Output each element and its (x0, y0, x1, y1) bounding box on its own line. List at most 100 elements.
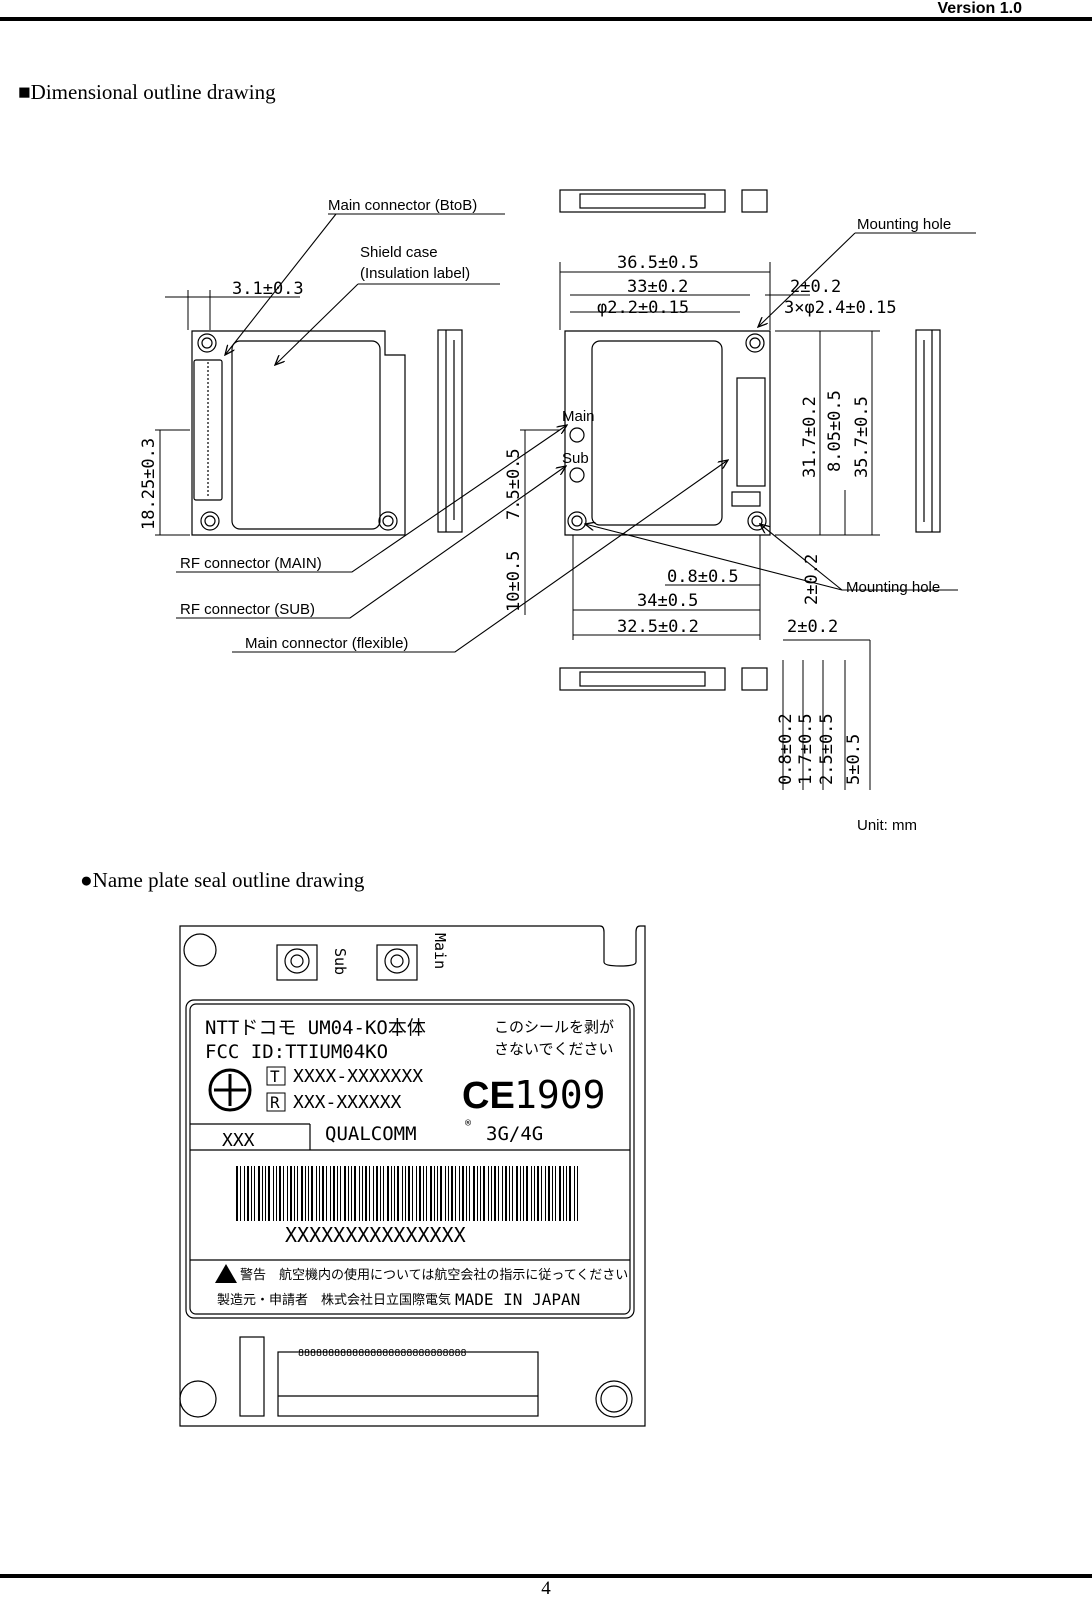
qualcomm-label: QUALCOMM (325, 1123, 417, 1145)
dim-1-7: 1.7±0.5 (796, 713, 816, 785)
barcode-bar (247, 1166, 249, 1221)
barcode-bar (387, 1166, 389, 1221)
barcode-bar (531, 1166, 532, 1221)
r-mark-box (266, 1092, 286, 1112)
barcode-bar (426, 1166, 427, 1221)
barcode-bar (483, 1166, 485, 1221)
barcode-bar (354, 1166, 356, 1221)
dim-2-5: 2.5±0.5 (817, 713, 837, 785)
page-number: 4 (541, 1578, 551, 1599)
connector-pins: 8888888888888888888888888888 (298, 1348, 467, 1359)
warning-icon (215, 1264, 237, 1283)
barcode-bar (480, 1166, 481, 1221)
barcode-bar (258, 1166, 260, 1221)
barcode-bar (440, 1166, 442, 1221)
barcode-bar (380, 1166, 381, 1221)
barcode-bar (423, 1166, 424, 1221)
barcode-bar (294, 1166, 295, 1221)
barcode-bar (505, 1166, 507, 1221)
module-top-edge-view (559, 189, 768, 213)
version-label: Version 1.0 (937, 0, 1023, 17)
barcode-bar (369, 1166, 370, 1221)
barcode-bar (408, 1166, 410, 1221)
module-bottom-edge-view (559, 667, 768, 691)
barcode-bar (494, 1166, 496, 1221)
barcode-bar (402, 1166, 403, 1221)
dim-35-7: 35.7±0.5 (852, 396, 872, 478)
ce-number: 1909 (514, 1073, 606, 1117)
barcode-bar (477, 1166, 478, 1221)
barcode-bar (273, 1166, 274, 1221)
barcode-bar (455, 1166, 456, 1221)
barcode-bar (459, 1166, 460, 1221)
barcode-bar (577, 1166, 578, 1221)
barcode-bar (251, 1166, 252, 1221)
dim-2-bottom: 2±0.2 (787, 617, 838, 637)
barcode-bar (340, 1166, 341, 1221)
barcode-bar (383, 1166, 384, 1221)
barcode-bar (330, 1166, 331, 1221)
t-mark: T (270, 1067, 280, 1086)
module-side-view-right (915, 329, 941, 533)
generation-label: 3G/4G (486, 1123, 543, 1145)
barcode-bar (545, 1166, 546, 1221)
barcode-bar (434, 1166, 435, 1221)
label-shield-case: Shield case (360, 244, 438, 261)
barcode-bar (412, 1166, 413, 1221)
dim-0-8: 0.8±0.5 (667, 567, 739, 587)
barcode-bar (534, 1166, 535, 1221)
footer-rule (0, 1574, 1092, 1578)
label-main-connector-flexible: Main connector (flexible) (245, 635, 408, 652)
dim-34: 34±0.5 (637, 591, 698, 611)
barcode-bar (555, 1166, 556, 1221)
barcode-bar (316, 1166, 317, 1221)
barcode-bar (563, 1166, 564, 1221)
registered-mark: ® (465, 1118, 472, 1129)
nameplate-xxx: XXX (222, 1130, 255, 1151)
dim-2-top: 2±0.2 (790, 277, 841, 297)
barcode-bar (333, 1166, 335, 1221)
dim-phi-2-2: φ2.2±0.15 (597, 298, 689, 318)
nameplate-main-label: Main (431, 933, 449, 969)
label-mounting-hole-top: Mounting hole (857, 216, 951, 233)
barcode-bar (520, 1166, 521, 1221)
barcode-bar (569, 1166, 571, 1221)
dim-10: 10±0.5 (504, 551, 524, 612)
header-rule (0, 17, 1092, 21)
module-side-view-left (437, 329, 463, 533)
nameplate-line1-left: NTTドコモ UM04-KO本体 (205, 1017, 426, 1039)
dim-3-phi-2-4: 3×φ2.4±0.15 (784, 298, 897, 318)
barcode-bar (311, 1166, 313, 1221)
module-front-view (564, 330, 771, 536)
barcode-bar (566, 1166, 567, 1221)
barcode-bar (462, 1166, 464, 1221)
barcode-bar (359, 1166, 360, 1221)
nameplate-drawing (179, 925, 646, 1427)
barcode-bar (283, 1166, 284, 1221)
barcode-bar (373, 1166, 374, 1221)
barcode-bar (301, 1166, 303, 1221)
barcode-bar (262, 1166, 263, 1221)
barcode-bar (419, 1166, 421, 1221)
barcode-bar (362, 1166, 363, 1221)
maker-text: 製造元・申請者 株式会社日立国際電気 (217, 1292, 451, 1308)
label-rf-main: RF connector (MAIN) (180, 555, 322, 572)
dim-31-7: 31.7±0.2 (800, 396, 820, 478)
barcode-bar (244, 1166, 245, 1221)
section-title: ■Dimensional outline drawing (18, 80, 276, 104)
barcode-bar (240, 1166, 241, 1221)
barcode-bar (437, 1166, 438, 1221)
leader-lines (176, 213, 976, 653)
barcode-bar (391, 1166, 392, 1221)
t-mark-box (266, 1066, 286, 1086)
barcode-bar (279, 1166, 281, 1221)
barcode-bar (537, 1166, 539, 1221)
r-code: XXX-XXXXXX (293, 1092, 402, 1113)
barcode-bar (509, 1166, 510, 1221)
unit-label: Unit: mm (857, 817, 917, 834)
barcode-bar (502, 1166, 503, 1221)
nameplate-line2-left: FCC ID:TTIUM04KO (205, 1041, 388, 1063)
warning-text: 警告 航空機内の使用については航空会社の指示に従ってください (240, 1267, 628, 1283)
barcode-bar (397, 1166, 399, 1221)
barcode-bar (552, 1166, 553, 1221)
